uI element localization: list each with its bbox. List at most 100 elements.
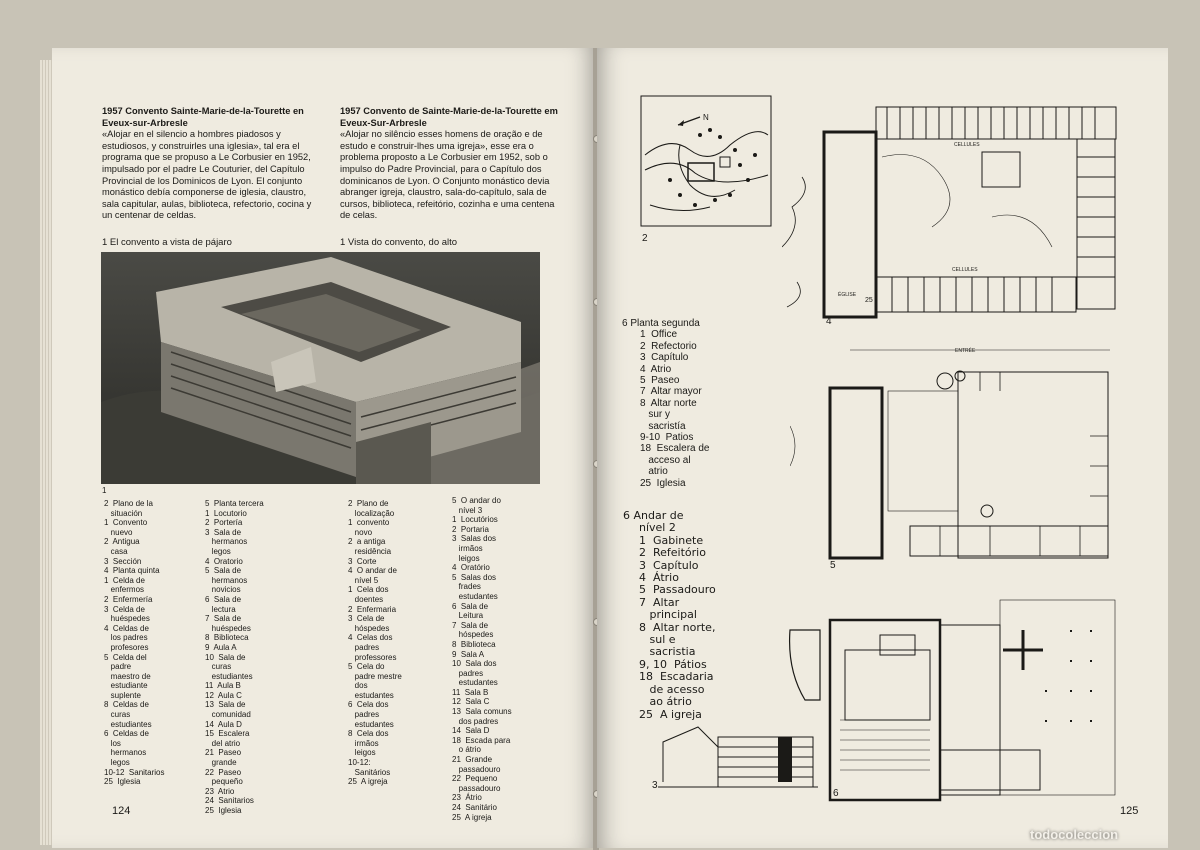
- section-figure: 3: [652, 722, 820, 792]
- portuguese-caption: 1 Vista do convento, do alto: [340, 237, 458, 248]
- legend-item: 22 Paseo: [205, 767, 242, 777]
- legend-item: maestro de: [104, 671, 151, 681]
- legend-item: situación: [104, 508, 143, 518]
- legend-item: 1 Convento: [104, 518, 148, 528]
- legend-item: 23 Átrio: [452, 793, 482, 803]
- legend-item: estudantes: [348, 719, 394, 729]
- legend-item: estudiante: [104, 681, 148, 691]
- legend-item: profesores: [104, 642, 149, 652]
- legend-item: frades: [452, 582, 481, 592]
- legend-item: 11 Aula B: [205, 681, 241, 691]
- legend-item: enfermos: [104, 585, 145, 595]
- legend-item: 3 Corte: [348, 556, 377, 566]
- legend-item: estudantes: [452, 678, 498, 688]
- legend-item: hóspedes: [348, 623, 390, 633]
- figure-number-2: 2: [642, 233, 648, 244]
- legend-item: irmãos: [452, 543, 483, 553]
- legend-item: 6 Cela dos: [348, 700, 389, 710]
- eglise-label: ÉGLISE: [838, 292, 857, 298]
- legend-item: los padres: [104, 633, 148, 643]
- legend-item: 15 Escalera: [205, 729, 250, 739]
- legend-item: passadouro: [452, 764, 501, 774]
- legend-item: hermanos: [205, 537, 248, 547]
- legend-item: irmãos: [348, 738, 379, 748]
- legend-item: 23 Atrio: [205, 786, 235, 796]
- floor-plan-5: ENTRÉE 5: [789, 346, 1122, 576]
- legend-item: 10-12 Sanitarios: [104, 767, 165, 777]
- legend-item: 1 convento: [348, 518, 390, 528]
- legend-item: 4 Oratorio: [205, 556, 243, 566]
- legend-item: sacristía: [640, 420, 686, 432]
- legend-item: sul e: [639, 633, 676, 647]
- legend-item: 14 Aula D: [205, 719, 242, 729]
- legend-item: 5 O andar do: [452, 496, 501, 505]
- legend-item: atrio: [640, 466, 668, 478]
- floor-plan-4-drawing: [781, 106, 1117, 319]
- legend-item: 5 Passadouro: [639, 583, 716, 597]
- legend-item: pequeño: [205, 777, 243, 787]
- legend-item: o átrio: [452, 745, 481, 755]
- legend-item: 25 Iglesia: [205, 806, 242, 815]
- legend-item: residência: [348, 546, 392, 556]
- spanish-body: «Alojar en el silencio a hombres piadoso…: [102, 129, 312, 221]
- legend-item: sur y: [640, 409, 671, 421]
- legend-item: 10 Sala de: [205, 652, 246, 662]
- legend-item: estudiantes: [104, 719, 152, 729]
- entree-label: ENTRÉE: [955, 348, 976, 354]
- page-number-right: 125: [1120, 805, 1139, 817]
- legend-item: leigos: [348, 748, 376, 758]
- legend-item: ao átrio: [639, 695, 692, 709]
- legend-item: de acesso: [639, 682, 705, 696]
- figure-number-6: 6: [833, 788, 839, 799]
- portuguese-heading: 1957 Convento de Sainte-Marie-de-la-Tour…: [340, 106, 558, 128]
- legend-item: 4 O andar de: [348, 566, 397, 576]
- legend-item: 5 Planta tercera: [205, 499, 264, 508]
- north-label: N: [703, 113, 709, 122]
- page-edges: [40, 60, 54, 845]
- legend-item: 4 Átrio: [639, 571, 679, 585]
- legend-item: grande: [205, 758, 237, 768]
- legend-item: 12 Sala C: [452, 697, 490, 707]
- spanish-caption: 1 El convento a vista de pájaro: [102, 237, 232, 248]
- legend-item: 10 Sala dos: [452, 659, 497, 669]
- legend-item: 7 Sala de: [452, 620, 489, 630]
- figure-number-5: 5: [830, 560, 836, 571]
- legend-item: 7 Sala de: [205, 614, 242, 624]
- legend-item: legos: [205, 546, 231, 556]
- legend-item: 8 Biblioteca: [205, 633, 249, 643]
- legend-item: localização: [348, 508, 395, 518]
- legend-item: 13 Sala de: [205, 700, 246, 710]
- legend-item: 2 Antigua: [104, 537, 140, 547]
- legend-item: doentes: [348, 594, 384, 604]
- legend-item: 6 Celdas de: [104, 729, 149, 739]
- legend-item: 5 Celda del: [104, 652, 147, 662]
- legend-item: nível 2: [639, 521, 676, 535]
- legend-item: 3 Sección: [104, 556, 142, 566]
- legend-item: casa: [104, 546, 128, 556]
- legend-item: 2 a antiga: [348, 537, 386, 547]
- photo-label: 1: [102, 486, 107, 495]
- legend-item: 2 Refeitório: [639, 546, 706, 560]
- legend-item: 6 Sala de: [452, 601, 489, 611]
- legend-item: 22 Pequeno: [452, 774, 498, 784]
- figure-number-3: 3: [652, 780, 658, 791]
- legend-item: 2 Portaria: [452, 524, 489, 534]
- legend-item: professores: [348, 652, 397, 662]
- legend-item: estudantes: [452, 591, 498, 601]
- legend-item: novicios: [205, 585, 241, 595]
- legend-item: 5 Sala de: [205, 566, 242, 576]
- legend-item: 18 Escalera de: [640, 443, 710, 455]
- legend-item: 12 Aula C: [205, 690, 242, 700]
- legend-item: estudantes: [348, 690, 394, 700]
- legend-item: comunidad: [205, 710, 251, 720]
- legend-item: 2 Portería: [205, 518, 243, 528]
- legend-item: 5 Paseo: [640, 375, 680, 387]
- page-number-left: 124: [112, 805, 131, 817]
- legend-item: 25 A igreja: [452, 812, 492, 822]
